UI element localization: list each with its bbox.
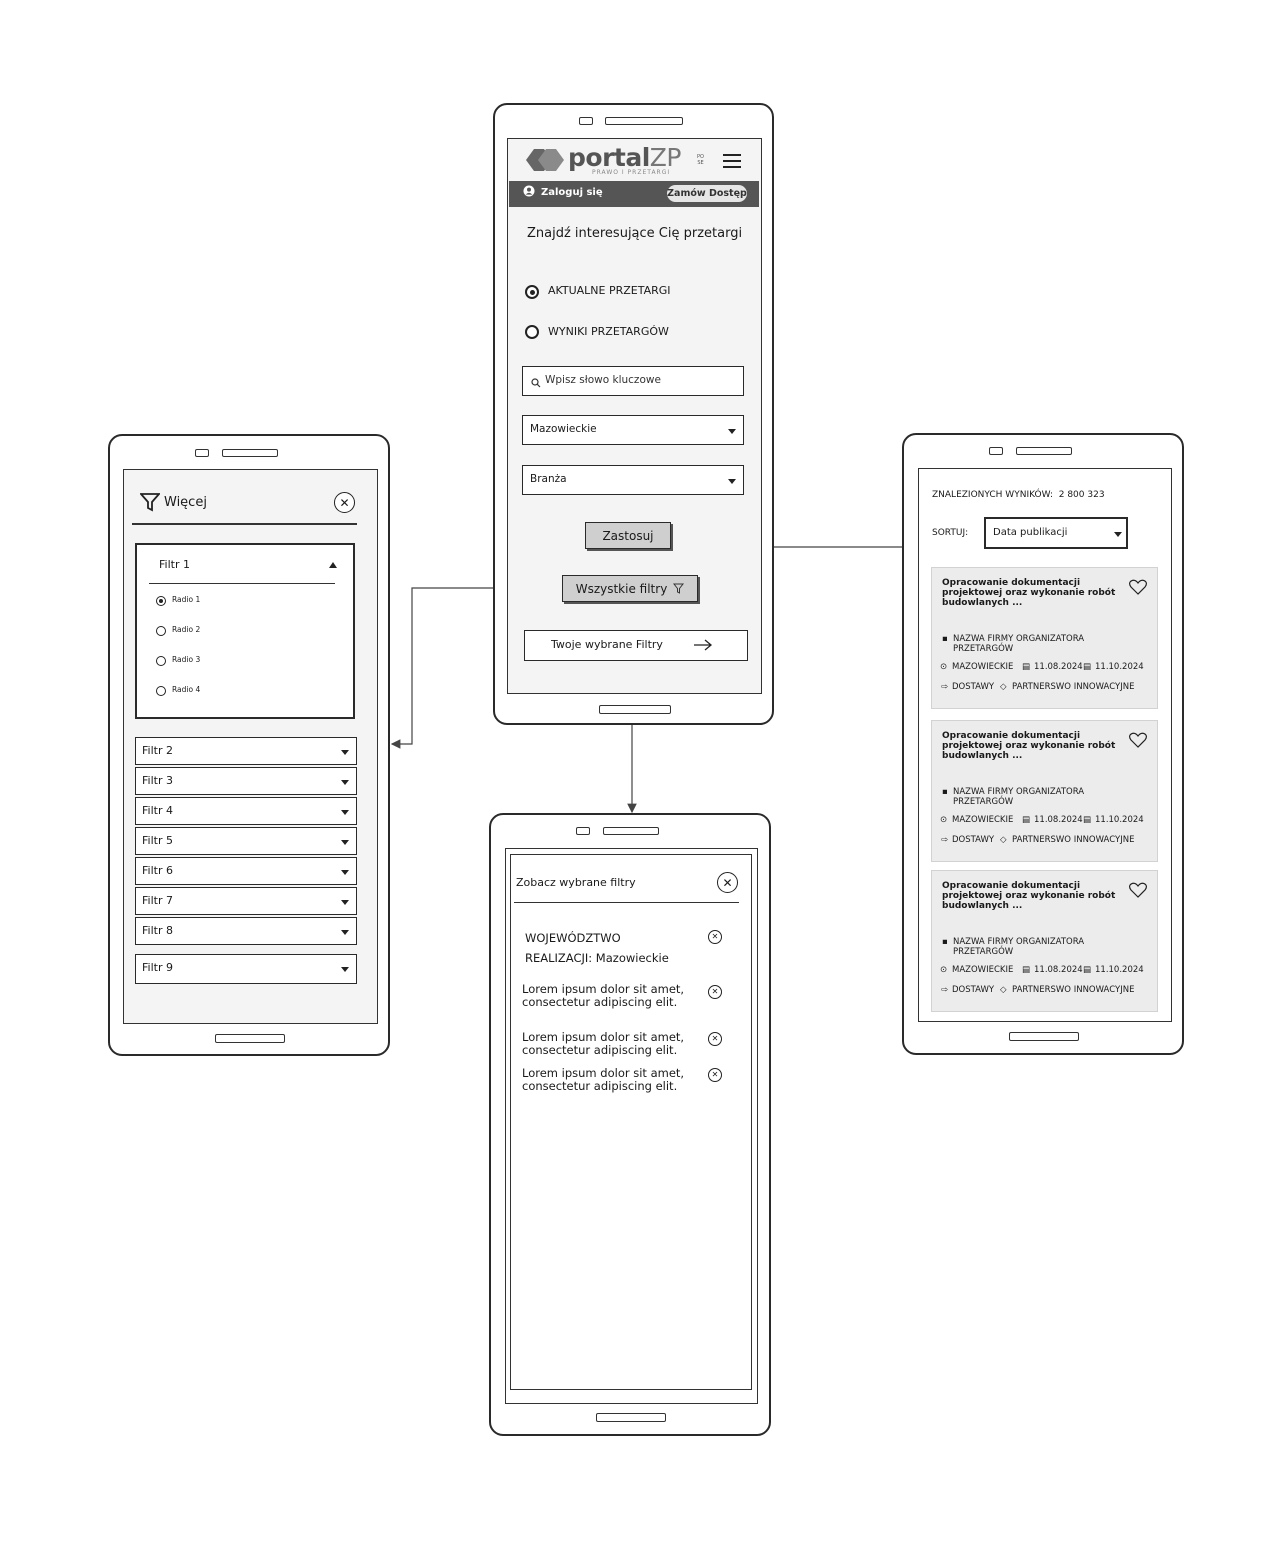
chevron-down-icon	[728, 429, 736, 434]
sort-label: SORTUJ:	[932, 528, 969, 538]
radio-option[interactable]	[156, 656, 166, 666]
location-icon: ⊙	[940, 815, 948, 825]
heart-icon[interactable]	[1129, 579, 1147, 595]
tag-icon: ◇	[1000, 835, 1007, 845]
logo-text[interactable]: portalZP	[568, 143, 682, 172]
selected-filter-item: Lorem ipsum dolor sit amet,consectetur a…	[522, 982, 685, 1009]
filters-phone: Więcej ✕ Filtr 1 Radio 1 Radio 2 Radio 3…	[108, 434, 390, 1056]
calendar-end-icon: ▤	[1083, 662, 1092, 672]
close-icon[interactable]: ✕	[717, 872, 738, 893]
result-card[interactable]: Opracowanie dokumentacji projektowej ora…	[931, 567, 1158, 709]
building-icon: ▪	[942, 634, 948, 644]
sort-select[interactable]: Data publikacji	[984, 517, 1128, 549]
heart-icon[interactable]	[1129, 732, 1147, 748]
truck-icon: ⇨	[941, 985, 949, 995]
funnel-icon	[140, 493, 160, 512]
result-card[interactable]: Opracowanie dokumentacji projektowej ora…	[931, 870, 1158, 1012]
region-select[interactable]: Mazowieckie	[522, 415, 744, 445]
filter-1-expanded[interactable]: Filtr 1 Radio 1 Radio 2 Radio 3 Radio 4	[135, 543, 355, 719]
selected-filter-item: Lorem ipsum dolor sit amet,consectetur a…	[522, 1066, 685, 1093]
apply-button[interactable]: Zastosuj	[585, 522, 671, 549]
filter-row[interactable]: Filtr 3	[135, 767, 357, 795]
chevron-down-icon	[728, 479, 736, 484]
truck-icon: ⇨	[941, 835, 949, 845]
order-access-button[interactable]: Zamów Dostęp	[667, 185, 747, 202]
search-heading: Znajdź interesujące Cię przetargi	[527, 226, 743, 241]
remove-filter-icon[interactable]: ✕	[708, 1068, 722, 1082]
calendar-end-icon: ▤	[1083, 815, 1092, 825]
remove-filter-icon[interactable]: ✕	[708, 930, 722, 944]
results-count: ZNALEZIONYCH WYNIKÓW: 2 800 323	[932, 490, 1105, 500]
truck-icon: ⇨	[941, 682, 949, 692]
calendar-icon: ▤	[1022, 662, 1031, 672]
industry-select[interactable]: Branża	[522, 465, 744, 495]
building-icon: ▪	[942, 787, 948, 797]
tag-icon: ◇	[1000, 682, 1007, 692]
inner-frame	[510, 854, 752, 1390]
filter-row[interactable]: Filtr 8	[135, 917, 357, 945]
filters-screen: Więcej ✕ Filtr 1 Radio 1 Radio 2 Radio 3…	[123, 469, 378, 1024]
chevron-down-icon	[1114, 532, 1122, 537]
radio-current-label: AKTUALNE PRZETARGI	[548, 284, 671, 297]
selected-filters-button[interactable]: Twoje wybrane Filtry	[524, 630, 748, 661]
search-icon	[531, 378, 541, 388]
location-icon: ⊙	[940, 965, 948, 975]
heart-icon[interactable]	[1129, 882, 1147, 898]
filter-row[interactable]: Filtr 5	[135, 827, 357, 855]
results-phone: ZNALEZIONYCH WYNIKÓW: 2 800 323 SORTUJ: …	[902, 433, 1184, 1055]
filter-row[interactable]: Filtr 9	[135, 954, 357, 984]
filter-row[interactable]: Filtr 6	[135, 857, 357, 885]
arrow-right-icon	[694, 639, 713, 651]
hamburger-menu-icon[interactable]	[723, 154, 741, 168]
results-screen: ZNALEZIONYCH WYNIKÓW: 2 800 323 SORTUJ: …	[918, 468, 1172, 1022]
funnel-icon	[673, 583, 685, 594]
selected-filter-item: Lorem ipsum dolor sit amet,consectetur a…	[522, 1030, 685, 1057]
filters-title: Więcej	[164, 495, 207, 510]
calendar-icon: ▤	[1022, 815, 1031, 825]
login-link[interactable]: Zaloguj się	[541, 187, 603, 198]
remove-filter-icon[interactable]: ✕	[708, 985, 722, 999]
radio-current-tenders[interactable]	[525, 285, 539, 299]
radio-results-label: WYNIKI PRZETARGÓW	[548, 325, 669, 338]
login-bar: Zaloguj się Zamów Dostęp	[509, 181, 759, 207]
building-icon: ▪	[942, 937, 948, 947]
tag-icon: ◇	[1000, 985, 1007, 995]
divider	[514, 902, 739, 904]
remove-filter-icon[interactable]: ✕	[708, 1032, 722, 1046]
location-icon: ⊙	[940, 662, 948, 672]
calendar-icon: ▤	[1022, 965, 1031, 975]
filter-row[interactable]: Filtr 2	[135, 737, 357, 765]
arrow-filters-to-panel	[390, 587, 561, 749]
keyword-search-input[interactable]: Wpisz słowo kluczowe	[522, 366, 744, 396]
search-placeholder: Wpisz słowo kluczowe	[545, 374, 661, 386]
radio-option[interactable]	[156, 596, 166, 606]
calendar-end-icon: ▤	[1083, 965, 1092, 975]
divider	[132, 523, 357, 525]
logo-tagline: PRAWO I PRZETARGI	[592, 169, 671, 176]
radio-option[interactable]	[156, 626, 166, 636]
user-icon	[523, 185, 535, 197]
selected-filters-title: Zobacz wybrane filtry	[516, 876, 636, 889]
filter-row[interactable]: Filtr 4	[135, 797, 357, 825]
portal-logo-icon	[526, 149, 564, 171]
chevron-up-icon[interactable]	[329, 562, 337, 568]
result-card[interactable]: Opracowanie dokumentacji projektowej ora…	[931, 720, 1158, 862]
radio-option[interactable]	[156, 686, 166, 696]
all-filters-button[interactable]: Wszystkie filtry	[562, 575, 698, 602]
filter-row[interactable]: Filtr 7	[135, 887, 357, 915]
divider	[149, 583, 335, 585]
radio-tender-results[interactable]	[525, 325, 539, 339]
close-icon[interactable]: ✕	[334, 492, 355, 513]
